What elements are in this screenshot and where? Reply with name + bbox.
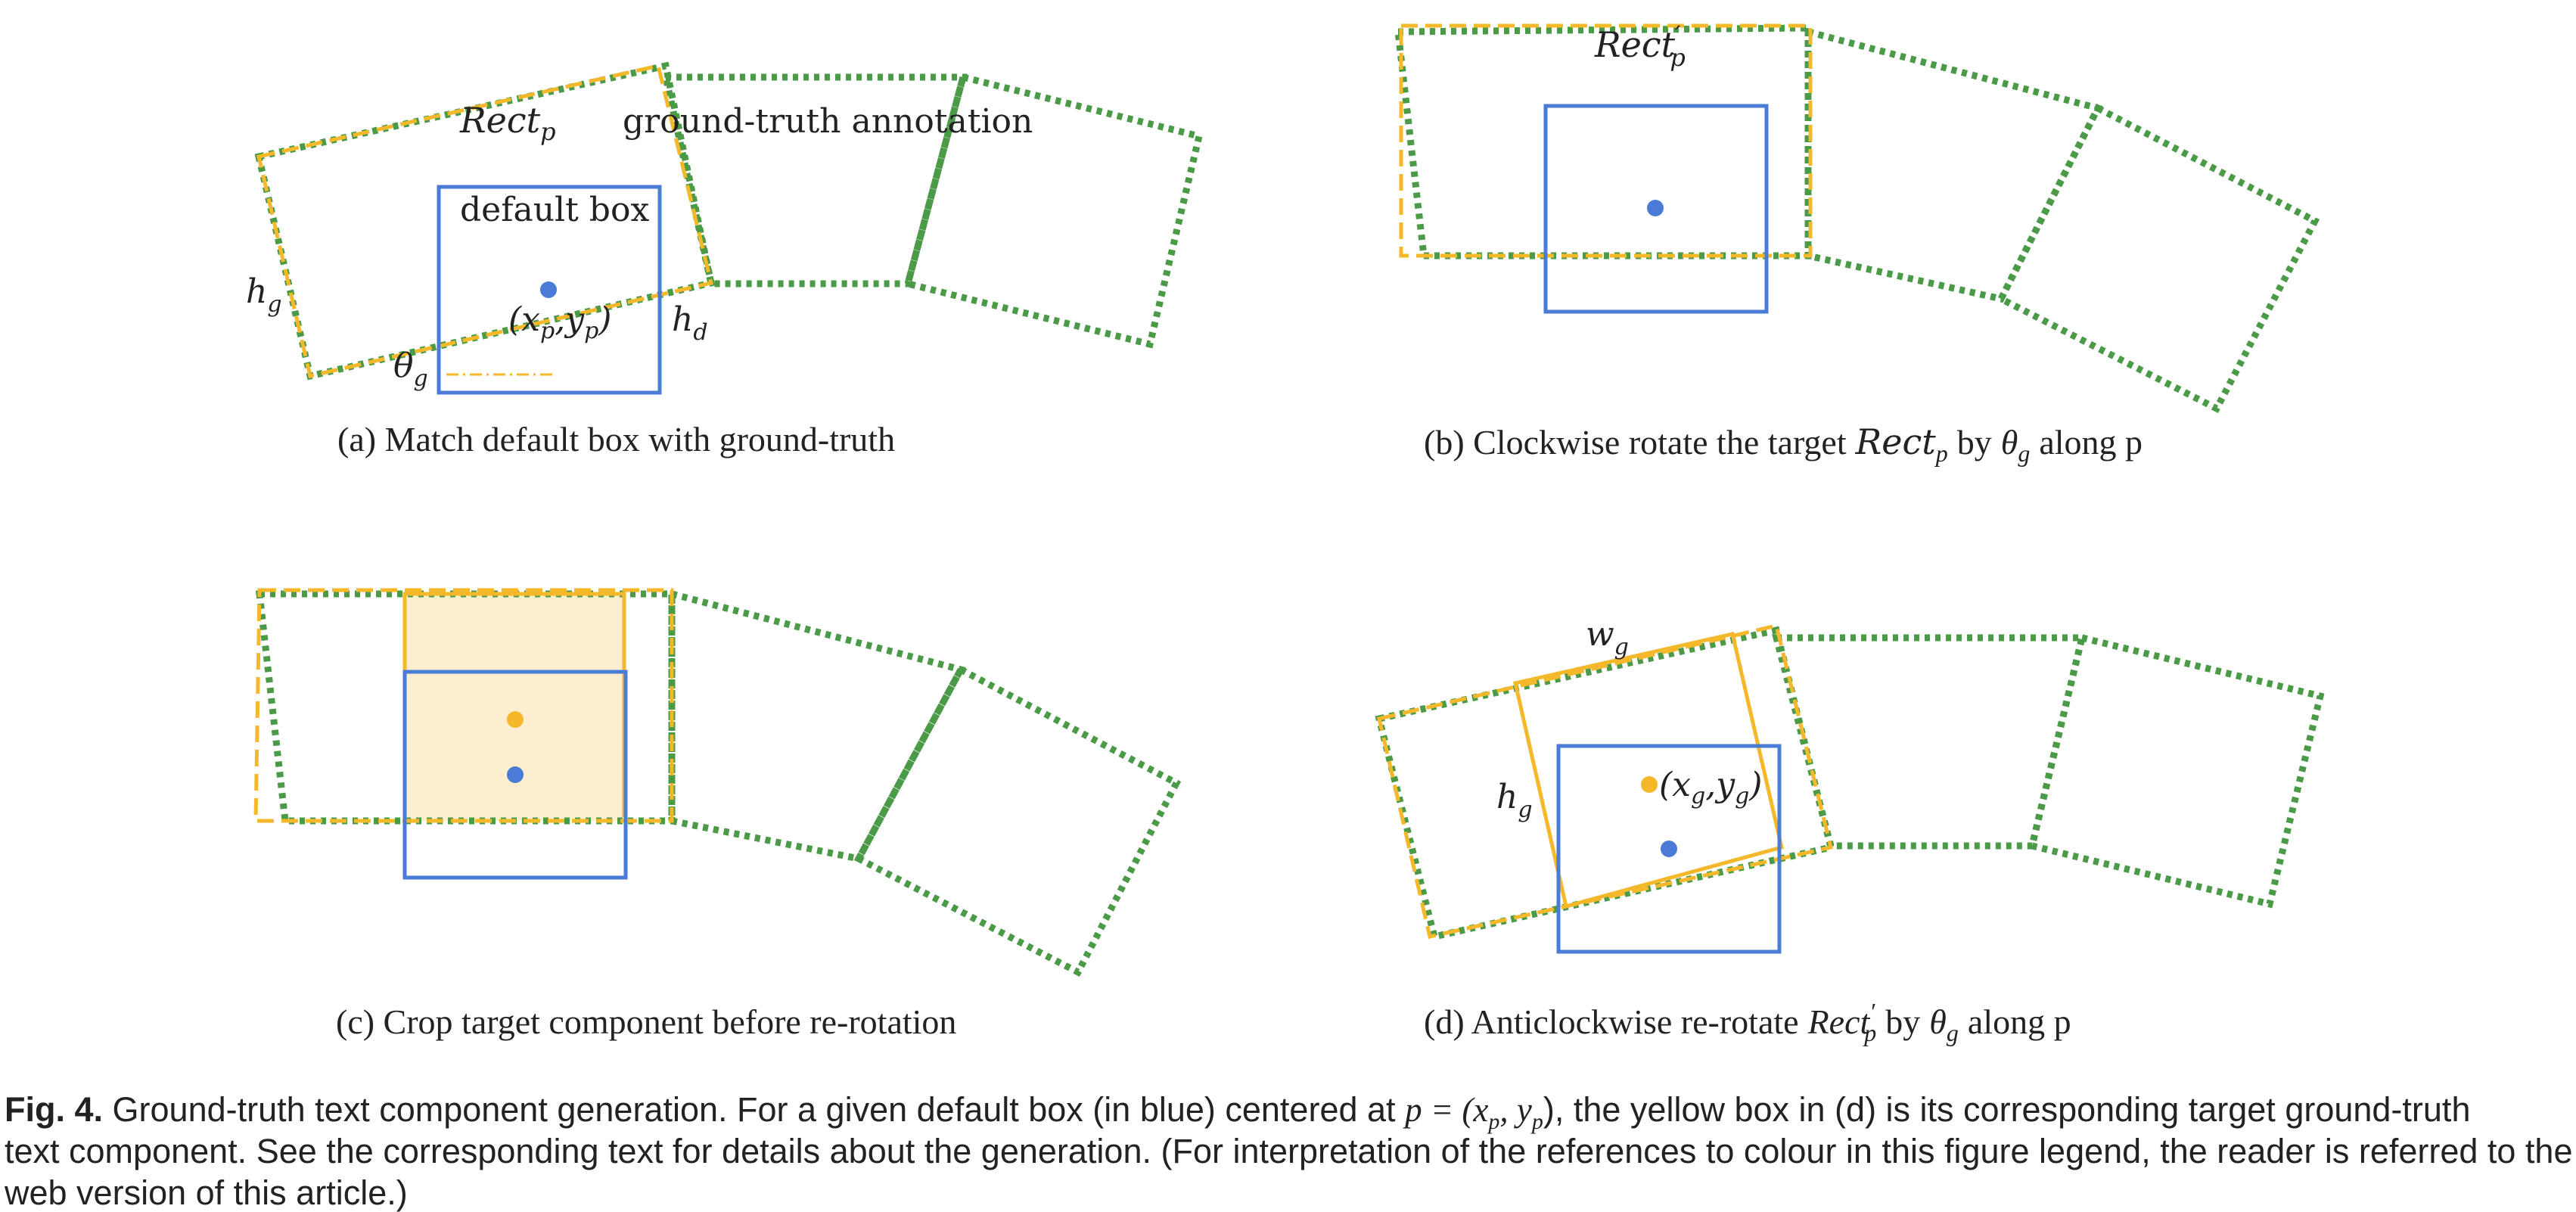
default-box bbox=[1543, 104, 1769, 314]
target-center-point bbox=[1641, 776, 1658, 793]
figure-caption-line-2: text component. See the corresponding te… bbox=[5, 1132, 2573, 1170]
figure-label: Fig. 4. bbox=[5, 1090, 104, 1129]
rect-p-prime-label: Rect′p bbox=[1594, 20, 1686, 72]
center-point-p bbox=[540, 281, 557, 298]
default-box bbox=[1556, 744, 1782, 954]
rect-p-label: Rectp bbox=[459, 100, 556, 146]
default-box-label: default box bbox=[460, 191, 649, 229]
green-annotation-box-3 bbox=[903, 73, 1204, 349]
green-annotation-box-3 bbox=[2028, 633, 2325, 909]
yellow-rect-p-prime bbox=[1399, 23, 1813, 258]
h-d-label: hd bbox=[672, 300, 708, 346]
green-annotation-box-3 bbox=[853, 664, 1182, 977]
w-g-label: wg bbox=[1586, 615, 1629, 660]
caption-text-1: Ground-truth text component generation. … bbox=[112, 1090, 1396, 1129]
green-annotation-box-1 bbox=[1375, 626, 1835, 941]
figure-caption-line-3: web version of this article.) bbox=[5, 1173, 408, 1212]
default-box bbox=[437, 185, 662, 395]
center-point-p bbox=[507, 766, 524, 783]
caption-p-equation: p = (xp, yp bbox=[1405, 1091, 1543, 1134]
figure-caption-line-1: Fig. 4. Ground-truth text component gene… bbox=[5, 1092, 2576, 1133]
h-g-label: hg bbox=[1496, 778, 1533, 823]
center-point-p bbox=[1661, 841, 1677, 857]
subcaption-a: (a) Match default box with ground-truth bbox=[337, 420, 895, 458]
caption-text-1b: ), the yellow box in (d) is its correspo… bbox=[1543, 1090, 2471, 1129]
yellow-rect-p-prime-rerotated bbox=[1376, 623, 1834, 939]
green-annotation-box-2 bbox=[1804, 27, 2103, 303]
center-coord-label: (xp,yp) bbox=[508, 300, 611, 344]
yellow-rect-p-prime bbox=[253, 588, 674, 823]
theta-g-label: θg bbox=[393, 347, 428, 392]
target-text-component bbox=[1513, 632, 1784, 909]
panel-c: (c) Crop target component before re-rota… bbox=[253, 588, 1182, 1041]
green-annotation-box-3 bbox=[1996, 103, 2320, 414]
subcaption-c: (c) Crop target component before re-rota… bbox=[336, 1002, 956, 1041]
green-annotation-box-2 bbox=[668, 589, 966, 863]
yellow-rect-p bbox=[256, 64, 714, 378]
panel-a: Rectp ground-truth annotation default bo… bbox=[246, 61, 1204, 458]
h-g-label: hg bbox=[246, 272, 282, 318]
ground-truth-label: ground-truth annotation bbox=[623, 102, 1033, 141]
panel-d: wg hg (xg,yg) (d) Anticlockwise re-rotat… bbox=[1375, 615, 2325, 1046]
target-center-point bbox=[507, 711, 524, 728]
target-coord-label: (xg,yg) bbox=[1659, 766, 1762, 810]
cropped-component-fill bbox=[405, 594, 624, 821]
center-point-p bbox=[1647, 200, 1664, 216]
default-box bbox=[402, 670, 628, 880]
